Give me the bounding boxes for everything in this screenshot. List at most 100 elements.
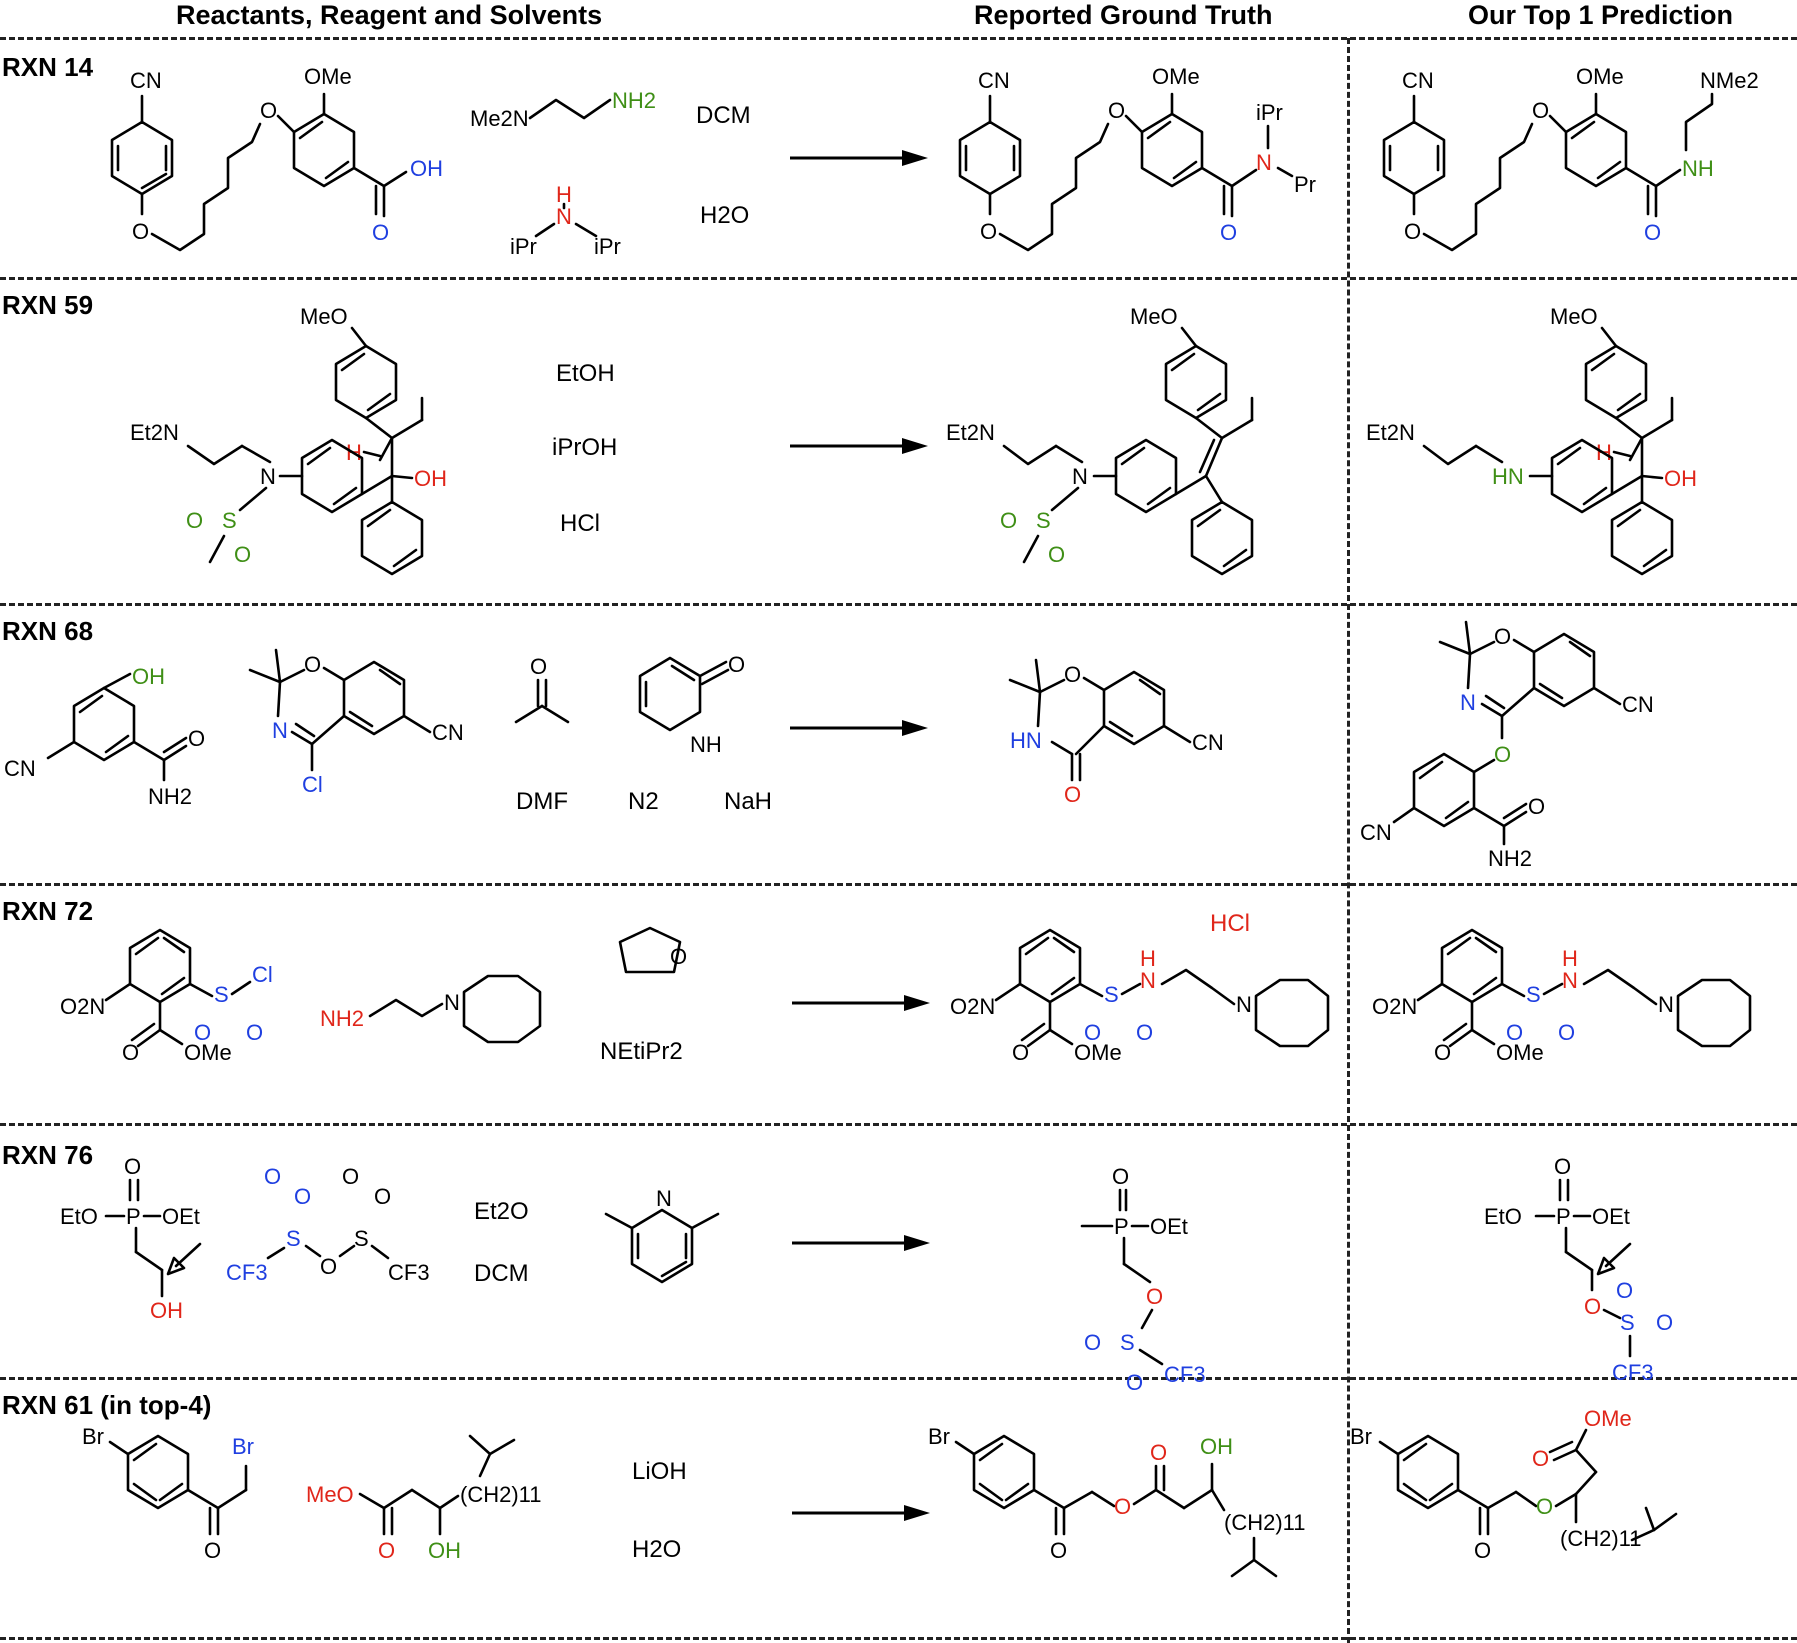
row-label-rxn-76: RXN 76 xyxy=(2,1140,94,1170)
rxn14gt-ipr: iPr xyxy=(1256,100,1283,125)
rxn76-tf-bridge-o: O xyxy=(320,1254,337,1279)
reaction-arrow-rxn-59 xyxy=(790,438,928,454)
rxn61pr-ether-o: O xyxy=(1536,1494,1553,1519)
rxn61-ch2-chain: (CH2)11 xyxy=(460,1482,542,1507)
rxn72-thf-o: O xyxy=(670,944,687,969)
rxn14gt-pr: Pr xyxy=(1294,172,1316,197)
row-label-rxn-14: RXN 14 xyxy=(2,52,94,82)
rxn76-tf-s2: S xyxy=(354,1226,369,1251)
rxn76gt-s: S xyxy=(1120,1330,1135,1355)
divider-column xyxy=(1347,38,1350,1643)
row-label-rxn-61: RXN 61 (in top-4) xyxy=(2,1390,212,1420)
rxn72-so-o2: O xyxy=(246,1020,263,1045)
rxn61-ketone-o: O xyxy=(204,1538,221,1563)
rxn61-ester-o: O xyxy=(378,1538,395,1563)
rxn72-pip-n: N xyxy=(444,990,460,1015)
rxn72-reactant-sulfonyl-chloride: O2N S Cl O O O OMe xyxy=(60,928,273,1065)
rxn76pr-so-o2: O xyxy=(1656,1310,1673,1335)
rxn72-so-o1: O xyxy=(194,1020,211,1045)
divider-row-3 xyxy=(0,883,1797,886)
rxn72gt-n: N xyxy=(1140,968,1156,993)
rxn59gt-n: N xyxy=(1072,464,1088,489)
rxn68pr-n: N xyxy=(1460,690,1476,715)
rxn76-p: P xyxy=(126,1204,141,1229)
rxn14-solvent-h2o: H2O xyxy=(700,202,750,229)
rxn14-nh2-label: NH2 xyxy=(612,88,656,113)
rxn72gt-so-o1: O xyxy=(1084,1020,1101,1045)
rxn72-reagent-neti-pr2: NEtiPr2 xyxy=(600,1038,683,1065)
rxn72pr-ester-o: O xyxy=(1434,1040,1451,1065)
rxn61pr-br: Br xyxy=(1350,1424,1372,1449)
rxn61-alkyl-br: Br xyxy=(232,1434,254,1459)
rxn76pr-eto: EtO xyxy=(1484,1204,1522,1229)
rxn59gt-so-o2: O xyxy=(1048,542,1065,567)
rxn14-amine-h: H xyxy=(556,182,572,207)
rxn59pr-et2n: Et2N xyxy=(1366,420,1415,445)
rxn61-reactant-bromoacetophenone: Br O Br xyxy=(82,1424,254,1563)
rxn59pr-hn: HN xyxy=(1492,464,1524,489)
rxn14-reactant-acid: CN O O OMe O OH xyxy=(110,64,443,252)
rxn59-solvent-etoh: EtOH xyxy=(556,360,615,387)
rxn76-oet: OEt xyxy=(162,1204,200,1229)
rxn14gt-ome: OMe xyxy=(1152,64,1200,89)
rxn61-reactant-hydroxy-ester: MeO O OH (CH2)11 xyxy=(306,1434,542,1563)
reaction-arrow-rxn-14 xyxy=(790,150,928,166)
rxn61-solvent-h2o: H2O xyxy=(632,1536,682,1563)
rxn14-ether-o2: O xyxy=(260,98,277,123)
rxn68-nh2: NH2 xyxy=(148,784,192,809)
rxn72pr-s: S xyxy=(1526,982,1541,1007)
rxn14pr-cn: CN xyxy=(1402,68,1434,93)
rxn72gt-h: H xyxy=(1140,946,1156,971)
rxn68-amide-o: O xyxy=(188,726,205,751)
rxn59-solvent-iproh: iPrOH xyxy=(552,434,618,461)
rxn14-ether-o1: O xyxy=(132,219,149,244)
rxn59-so-o1: O xyxy=(186,508,203,533)
rxn76-tf-o1: O xyxy=(264,1164,281,1189)
rxn68pr-amide-o: O xyxy=(1528,794,1545,819)
rxn76-prediction-triflate: O P EtO OEt O S O O CF3 xyxy=(1484,1154,1673,1385)
rxn68gt-cn: CN xyxy=(1192,730,1224,755)
rxn14-ground-truth-amide: CN O O OMe O N iPr Pr xyxy=(958,64,1316,252)
rxn68-ground-truth-lactam: O HN O CN xyxy=(1008,658,1224,807)
rxn72pr-so-o1: O xyxy=(1506,1020,1523,1045)
rxn59-reactant-sulfonamide-alcohol: MeO H OH N Et2N S O O xyxy=(130,304,447,576)
rxn14pr-o2: O xyxy=(1532,98,1549,123)
rxn14-ome-label: OMe xyxy=(304,64,352,89)
rxn59-oh: OH xyxy=(414,466,447,491)
rxn68-solvent-dmf: DMF xyxy=(516,788,568,815)
rxn59-s: S xyxy=(222,508,237,533)
rxn61gt-ketone-o: O xyxy=(1050,1538,1067,1563)
rxn14-carbonyl-o: O xyxy=(372,220,389,245)
rxn76-tf-o2: O xyxy=(294,1184,311,1209)
rxn76-tf-s1: S xyxy=(286,1226,301,1251)
rxn59gt-so-o1: O xyxy=(1000,508,1017,533)
rxn14-reactant-diamine: Me2N NH2 xyxy=(470,88,656,131)
divider-row-1 xyxy=(0,277,1797,280)
rxn68pr-o: O xyxy=(1494,624,1511,649)
rxn72pr-so-o2: O xyxy=(1558,1020,1575,1045)
rxn68-reactant-chloro-benzoxazine: O N Cl CN xyxy=(248,648,464,797)
reaction-arrow-rxn-61 xyxy=(792,1505,930,1521)
rxn61gt-carbonyl-o: O xyxy=(1150,1440,1167,1465)
rxn76-oh: OH xyxy=(150,1298,183,1323)
rxn14gt-carbonyl-o: O xyxy=(1220,220,1237,245)
rxn72pr-n: N xyxy=(1562,968,1578,993)
rxn14-acid-oh: OH xyxy=(410,156,443,181)
rxn68b-o: O xyxy=(304,652,321,677)
rxn76pr-ester-o: O xyxy=(1584,1294,1601,1319)
rxn14-amine-n: N xyxy=(556,204,572,229)
rxn72gt-pip-n: N xyxy=(1236,992,1252,1017)
rxn68pr-nh2: NH2 xyxy=(1488,846,1532,871)
rxn68b-cl: Cl xyxy=(302,772,323,797)
rxn72-ome: OMe xyxy=(184,1040,232,1065)
rxn59-meo: MeO xyxy=(300,304,348,329)
rxn14gt-cn: CN xyxy=(978,68,1010,93)
rxn68-prediction-aryl-ether: O N O CN CN O NH2 xyxy=(1360,620,1654,871)
rxn72-ground-truth-sulfonamide: O2N S H N O O O OMe N xyxy=(950,928,1330,1065)
rxn68gt-o: O xyxy=(1064,662,1081,687)
rxn14gt-o1: O xyxy=(980,219,997,244)
rxn59pr-meo: MeO xyxy=(1550,304,1598,329)
rxn59-reagent-hcl: HCl xyxy=(560,510,600,537)
rxn72gt-ester-o: O xyxy=(1012,1040,1029,1065)
rxn72gt-s: S xyxy=(1104,982,1119,1007)
